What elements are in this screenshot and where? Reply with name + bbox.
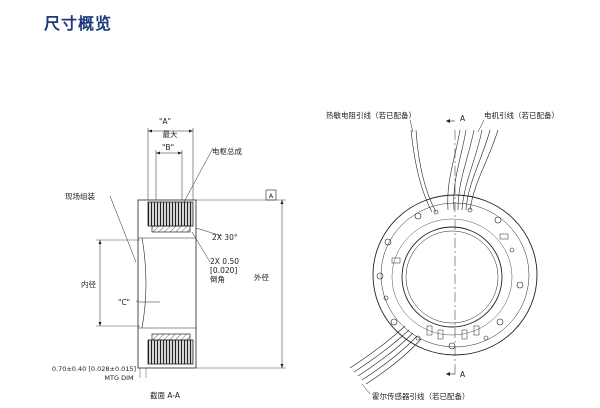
datum-box <box>265 189 277 201</box>
dim-b-label: "B" <box>162 143 174 152</box>
section-mark-bottom: A <box>460 370 466 379</box>
page-title: 尺寸概览 <box>44 14 113 33</box>
rotor-top <box>151 225 191 233</box>
field-leader <box>109 195 137 263</box>
datum-label: A <box>269 192 274 200</box>
outer-dia-label: 外径 <box>254 272 269 282</box>
thermistor-leads <box>410 129 437 213</box>
stator-bottom <box>147 339 194 365</box>
dim-a-sub-label: 最大 <box>163 129 178 139</box>
thermistor-label: 热敏电阻引线（若已配备） <box>326 110 416 120</box>
dim-a-label: "A" <box>159 117 171 126</box>
motor-label: 电机引线（若已配备） <box>484 110 559 120</box>
rotor-bottom <box>151 333 191 341</box>
mtg-line1: 0.70±0.40 [0.028±0.015] <box>52 365 136 373</box>
chamfer-line3: 倒角 <box>210 274 225 284</box>
motor-leads <box>447 129 499 211</box>
hall-leads <box>349 325 422 385</box>
terminal-pads <box>391 233 509 340</box>
brush-leader <box>183 147 214 203</box>
hall-label: 霍尔传感器引线（若已配备） <box>372 391 470 401</box>
brush-label: 电枢总成 <box>212 146 242 156</box>
section-mark-top: A <box>460 114 466 123</box>
mtg-line2: MTG DIM <box>104 374 133 382</box>
stator-top <box>147 201 194 227</box>
field-label: 现场组装 <box>65 191 95 201</box>
inner-dia-label: 内径 <box>81 279 96 289</box>
dim-c-label: "C" <box>118 298 130 307</box>
mounting-holes <box>376 207 524 350</box>
inner-bore <box>401 226 503 328</box>
housing-outline <box>137 199 197 369</box>
chamfer-line2: [0.020] <box>210 266 237 275</box>
section-caption: 截面 A-A <box>150 390 181 400</box>
iso-view <box>349 119 538 395</box>
bore-curve <box>141 237 147 329</box>
angle-label: 2X 30° <box>212 233 238 242</box>
chamfer-line1: 2X 0.50 <box>210 257 239 266</box>
section-view <box>96 128 286 378</box>
